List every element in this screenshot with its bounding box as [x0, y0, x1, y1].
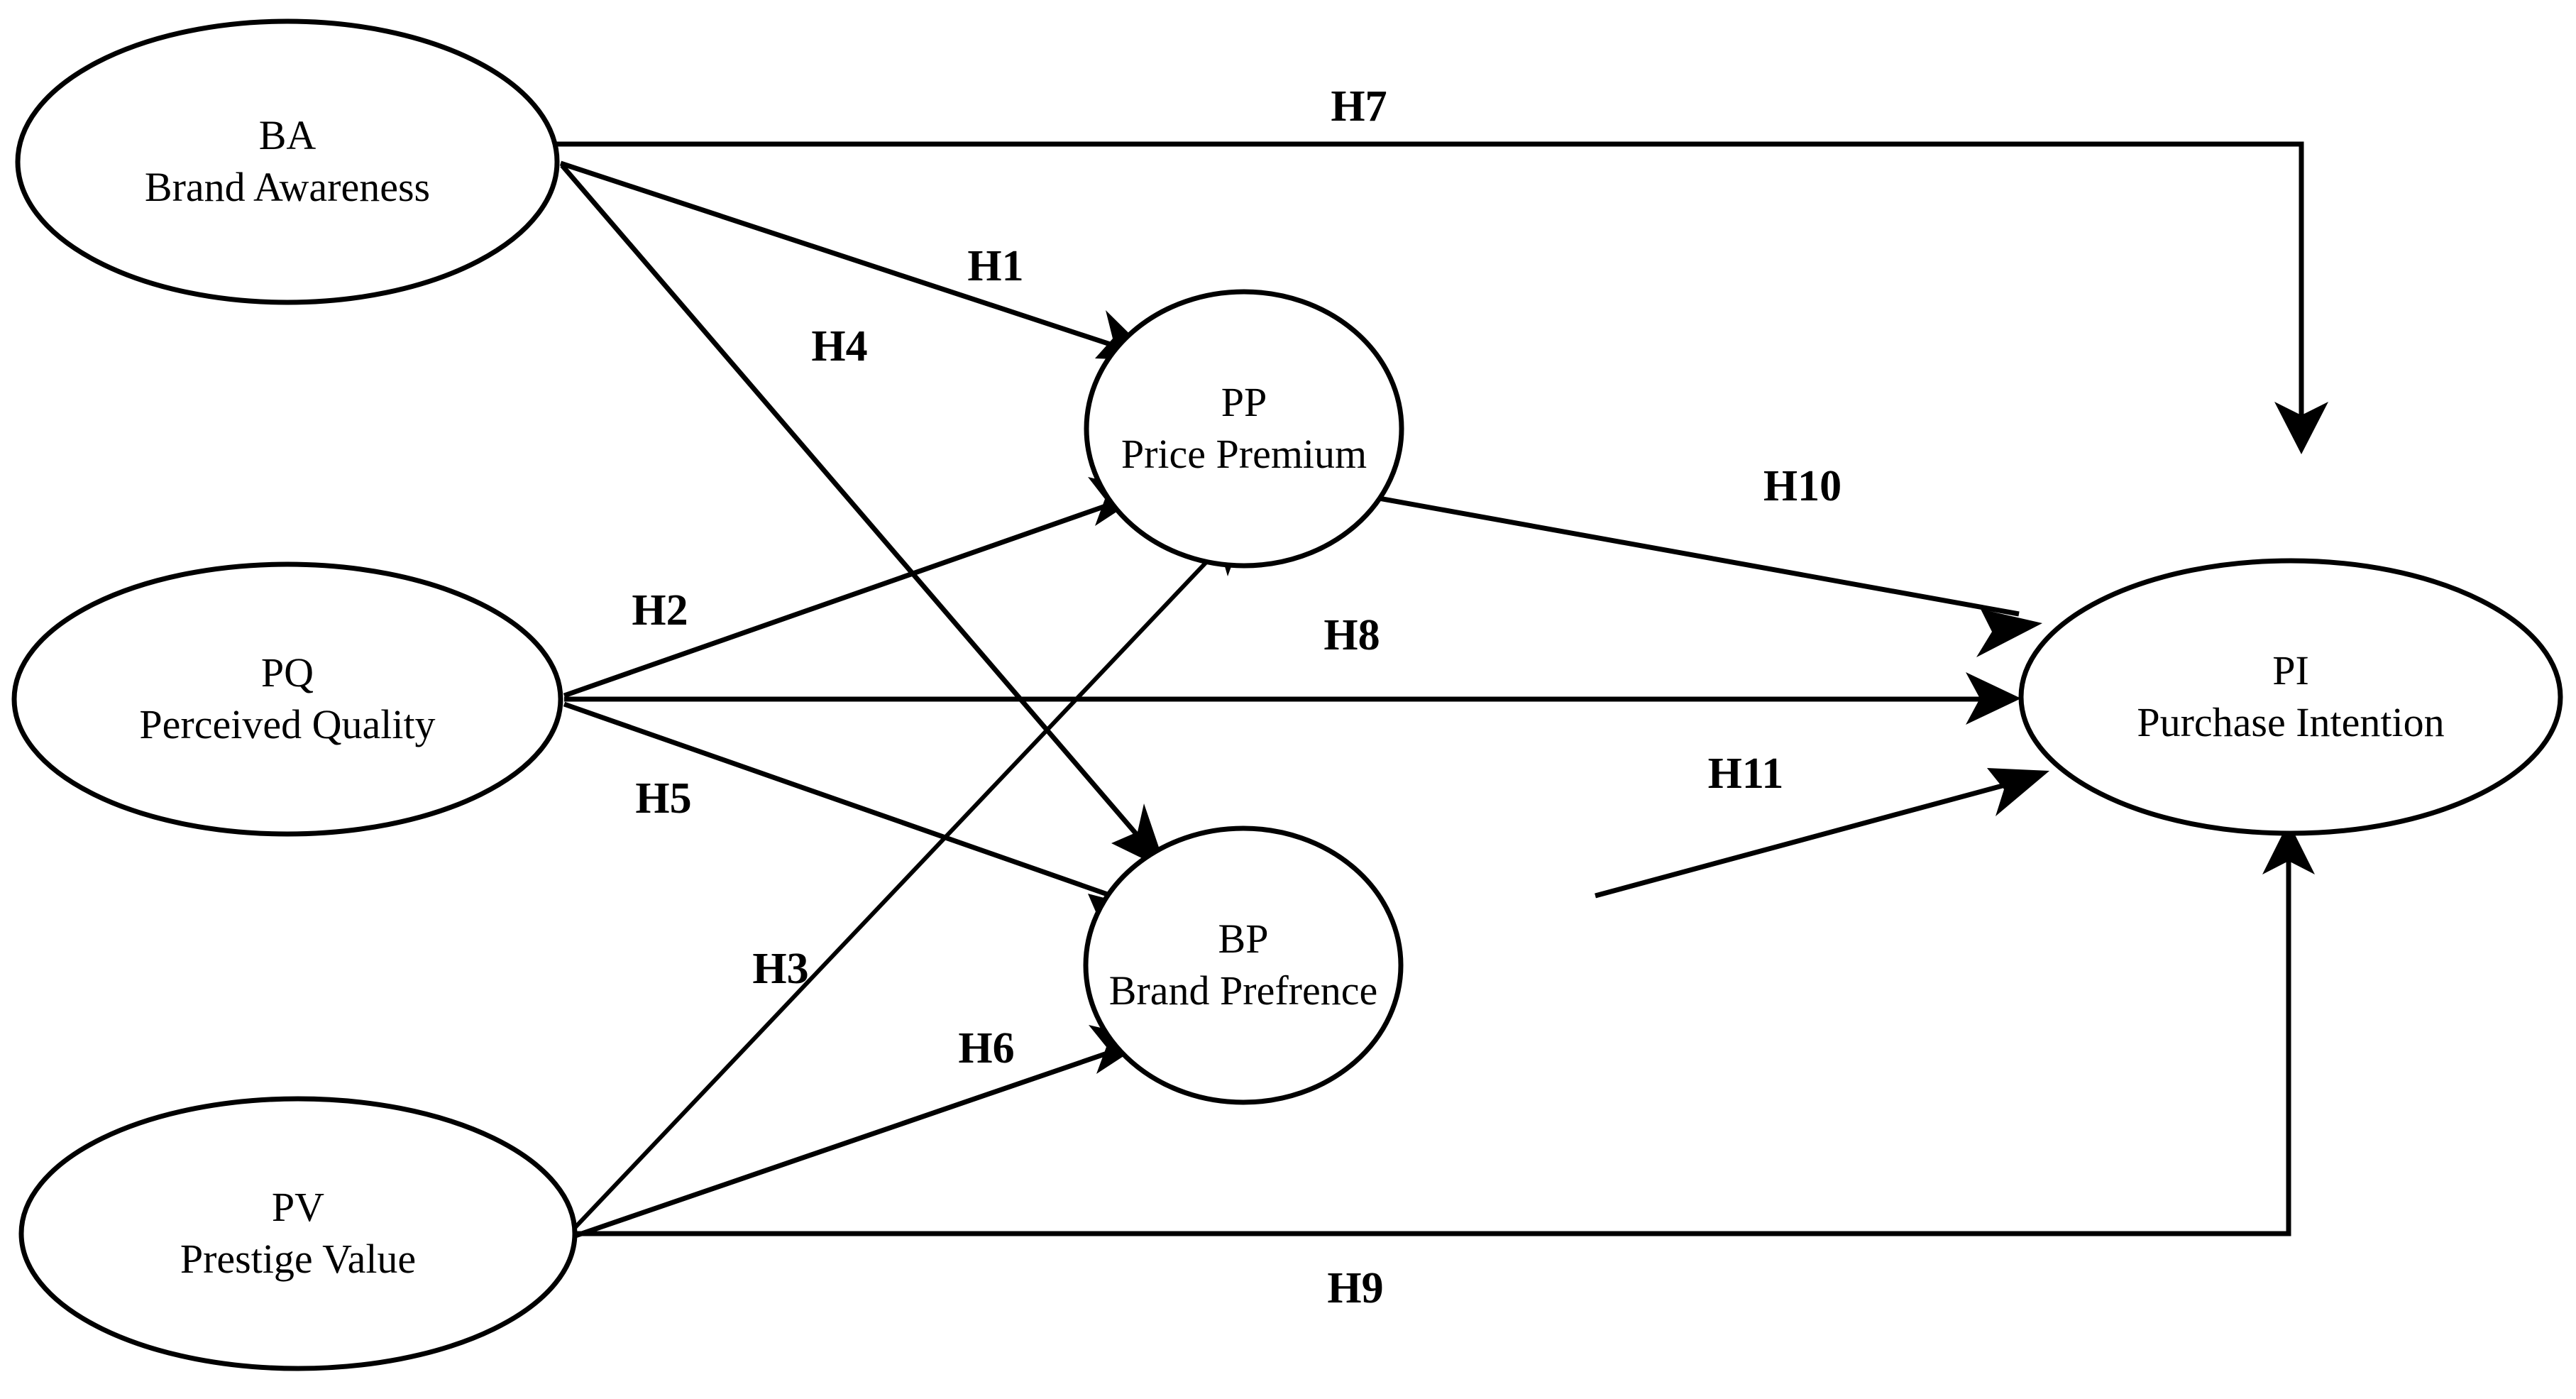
edge-label-h2: H2 — [632, 586, 688, 635]
edge-h9 — [573, 822, 2315, 1236]
node-pi-code: PI — [2272, 647, 2309, 693]
node-bp-shape[interactable] — [1083, 825, 1404, 1105]
edge-label-h3: H3 — [752, 945, 808, 993]
node-pp-code: PP — [1221, 379, 1267, 425]
node-pi[interactable]: PI Purchase Intention — [2018, 558, 2563, 836]
edge-h10 — [1370, 494, 2042, 657]
edge-label-h1: H1 — [967, 242, 1023, 290]
node-pq[interactable]: PQ Perceived Quality — [11, 561, 563, 837]
edge-h6 — [572, 1025, 1150, 1239]
node-pi-shape[interactable] — [2018, 558, 2563, 836]
node-ba[interactable]: BA Brand Awareness — [15, 18, 560, 305]
node-pv-name: Prestige Value — [180, 1236, 416, 1282]
arrow-head-h7 — [2274, 402, 2328, 454]
node-pv-code: PV — [272, 1184, 324, 1230]
node-pv-shape[interactable] — [18, 1096, 578, 1371]
edge-h7 — [555, 141, 2328, 454]
node-bp-code: BP — [1218, 916, 1269, 962]
node-pq-code: PQ — [261, 649, 314, 696]
node-bp-name: Brand Prefrence — [1109, 967, 1377, 1014]
edge-label-h5: H5 — [635, 774, 691, 823]
edge-label-h10: H10 — [1763, 462, 1842, 510]
node-pq-name: Perceived Quality — [139, 701, 435, 747]
node-bp[interactable]: BP Brand Prefrence — [1083, 825, 1404, 1105]
arrow-head-h10 — [1976, 609, 2042, 657]
edge-label-h8: H8 — [1323, 611, 1380, 659]
node-pi-name: Purchase Intention — [2137, 699, 2444, 745]
node-pp-shape[interactable] — [1084, 289, 1404, 569]
edge-label-h4: H4 — [811, 322, 867, 371]
arrow-head-h9 — [2262, 822, 2315, 874]
edge-label-h9: H9 — [1327, 1264, 1383, 1312]
node-pp-name: Price Premium — [1121, 431, 1367, 477]
arrow-head-h11 — [1987, 768, 2049, 816]
node-pp[interactable]: PP Price Premium — [1084, 289, 1404, 569]
node-pv[interactable]: PV Prestige Value — [18, 1096, 578, 1371]
edge-h8 — [564, 672, 2021, 725]
edge-h5 — [563, 701, 1148, 945]
edge-label-h11: H11 — [1708, 750, 1784, 798]
edge-label-h7: H7 — [1331, 82, 1387, 131]
node-ba-shape[interactable] — [15, 18, 560, 305]
edge-h11 — [1595, 768, 2049, 899]
node-pq-shape[interactable] — [11, 561, 563, 837]
node-ba-code: BA — [259, 112, 317, 158]
arrow-head-h8 — [1966, 672, 2021, 725]
edge-label-h6: H6 — [958, 1024, 1014, 1072]
node-ba-name: Brand Awareness — [145, 164, 430, 210]
